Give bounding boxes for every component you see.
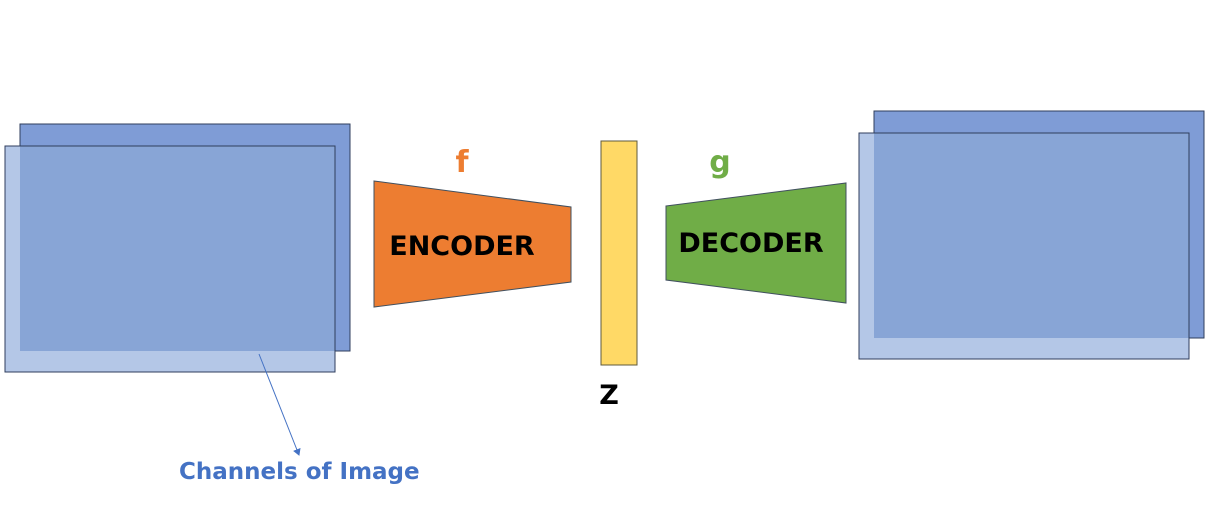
output-channel-front-bottom	[859, 338, 1189, 359]
output-channel-front-strip	[859, 133, 874, 359]
decoder-block	[665, 182, 847, 304]
input-channel-front-strip	[5, 146, 20, 372]
latent-z-label: Z	[599, 380, 619, 411]
input-image-channels	[4, 123, 351, 373]
decoder-label: DECODER	[678, 228, 823, 259]
input-channel-front-overlap	[20, 146, 335, 351]
output-channel-front	[858, 132, 1190, 360]
annotation-channels-of-image: Channels of Image	[179, 459, 420, 485]
output-image-channels	[858, 110, 1205, 360]
encoder-function-label: f	[455, 145, 469, 180]
encoder-block	[373, 180, 572, 308]
decoder-function-label: g	[709, 145, 730, 180]
input-channel-front-bottom	[5, 351, 335, 372]
annotation-arrow	[258, 353, 301, 456]
latent-z-block	[600, 140, 638, 366]
input-channel-front	[4, 145, 336, 373]
output-channel-front-overlap	[874, 133, 1189, 338]
encoder-label: ENCODER	[389, 231, 535, 262]
